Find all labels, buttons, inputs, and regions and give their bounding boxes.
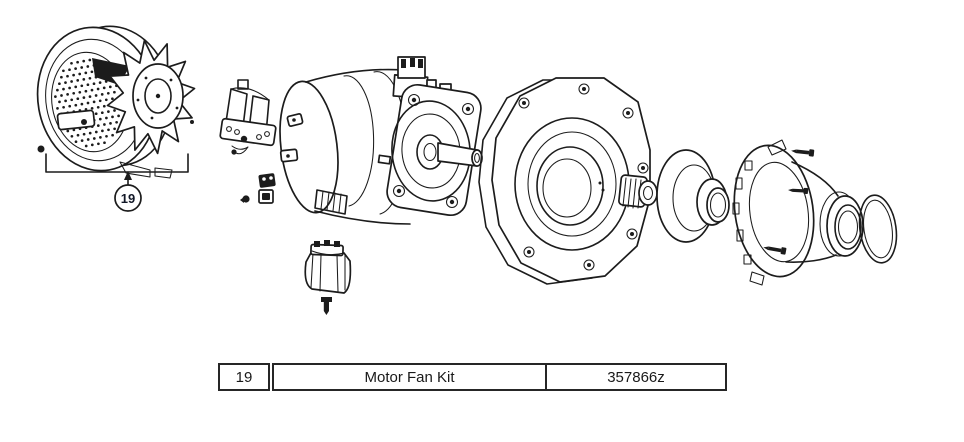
- motor-fan-kit-group: 19: [36, 25, 196, 212]
- diffuser-screws-icon: [763, 149, 815, 255]
- drain-fitting-icon: [618, 174, 658, 209]
- diffuser-icon: [732, 139, 864, 286]
- callout-label: 19: [121, 191, 135, 206]
- motor-icon: [279, 56, 483, 225]
- o-ring-icon: [858, 194, 898, 264]
- part-item-number: 19: [218, 363, 270, 391]
- seal-plate-icon: [478, 77, 651, 285]
- fan-wheel-icon: [106, 39, 196, 155]
- part-code: 357866z: [545, 365, 725, 389]
- callout-19: 19: [45, 153, 189, 212]
- cap-screw-icon: [321, 297, 332, 315]
- terminal-clips-icon: [240, 173, 276, 204]
- impeller-icon: [656, 149, 730, 243]
- mounting-bracket-icon: [219, 79, 277, 155]
- connector-cap-icon: [304, 240, 352, 294]
- motor-flange-icon: [377, 83, 483, 217]
- parts-table-row: Motor Fan Kit 357866z: [272, 363, 727, 391]
- part-description: Motor Fan Kit: [274, 365, 545, 389]
- parts-table: 19 Motor Fan Kit 357866z: [218, 363, 727, 391]
